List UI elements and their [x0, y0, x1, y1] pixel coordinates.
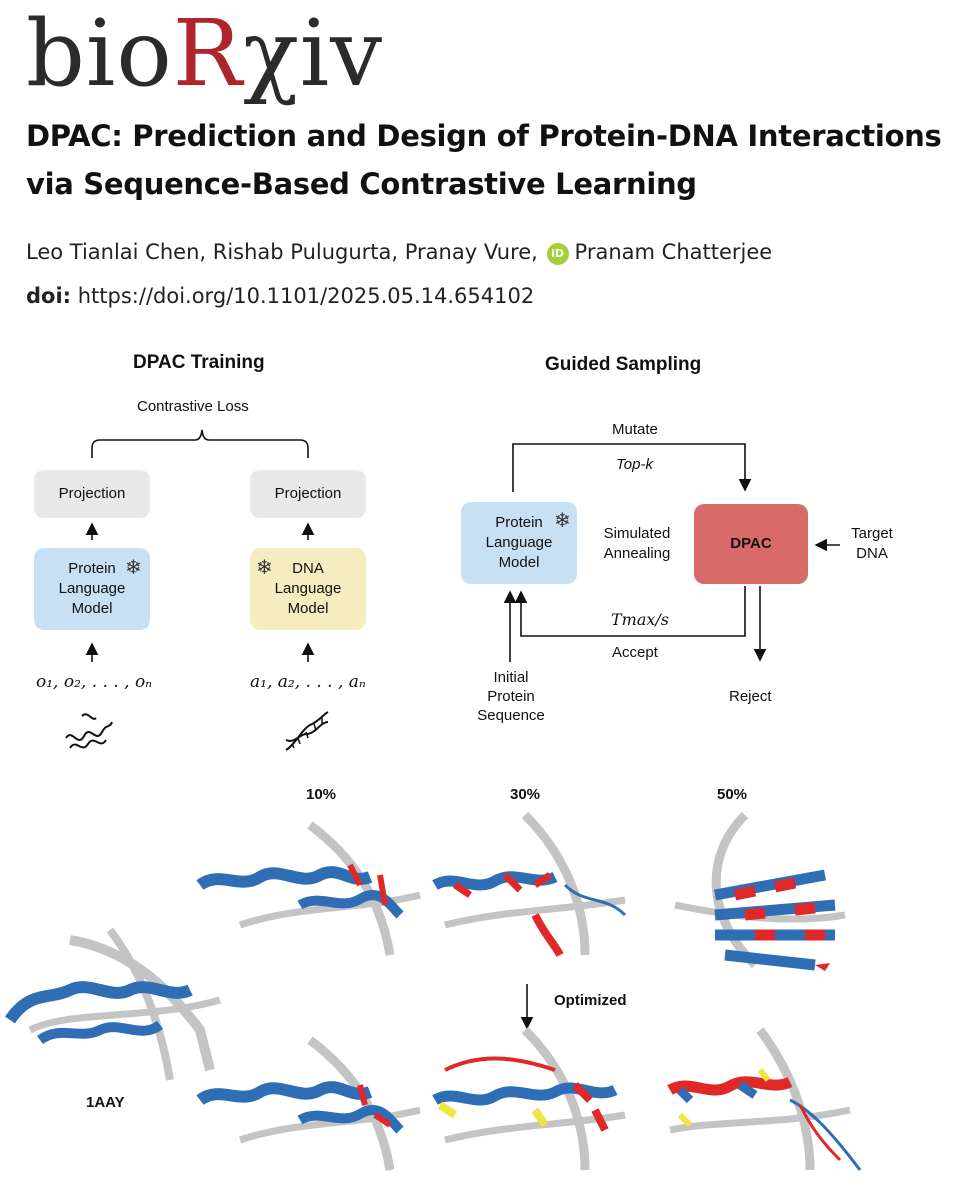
projection-box-protein: Projection [34, 470, 150, 518]
structure-50-optimized-image [667, 1027, 862, 1171]
simulated-annealing-label: Simulated Annealing [603, 525, 671, 562]
biorxiv-logo: bioRχiv [26, 0, 384, 107]
structure-1aay-image [5, 927, 221, 1081]
label-30-percent: 30% [510, 786, 541, 803]
mutate-label: Mutate [612, 421, 658, 438]
protein-sequence: o₁, o₂, . . . , oₙ [36, 672, 153, 692]
structure-30-initial-image [432, 811, 627, 957]
doi-label: doi: [26, 284, 72, 308]
accept-loop [514, 586, 746, 637]
optimized-label: Optimized [554, 992, 627, 1009]
dna-sequence: a₁, a₂, . . . , aₙ [250, 672, 366, 692]
structure-30-optimized-image [432, 1026, 626, 1171]
protein-language-model-box: Protein Language Model [34, 548, 150, 630]
topk-label: Top-k [616, 456, 653, 473]
sampling-protein-language-model-box: Protein Language Model [461, 502, 577, 584]
protein-helix-icon [65, 713, 113, 749]
authors: Leo Tianlai Chen, Rishab Pulugurta, Pran… [26, 240, 772, 265]
orcid-icon[interactable]: iD [546, 243, 569, 265]
authors-text: Leo Tianlai Chen, Rishab Pulugurta, Pran… [26, 240, 538, 264]
paper-title: DPAC: Prediction and Design of Protein-D… [26, 112, 956, 208]
initial-protein-sequence-label: Initial Protein Sequence [477, 669, 545, 724]
title-line-1: DPAC: Prediction and Design of Protein-D… [26, 119, 942, 153]
sampling-heading: Guided Sampling [545, 354, 702, 375]
temperature-label: Tmax/s [611, 610, 670, 629]
corresponding-author: Pranam Chatterjee [574, 240, 773, 264]
dpac-box: DPAC [694, 504, 808, 584]
structure-10-optimized-image [196, 1036, 421, 1171]
label-50-percent: 50% [717, 786, 748, 803]
mutate-loop [512, 443, 752, 492]
accept-label: Accept [612, 644, 658, 661]
contrastive-brace [91, 429, 309, 458]
frozen-snowflake-icon: ❄ [554, 510, 571, 532]
structure-50-initial-image [674, 811, 846, 971]
reject-label: Reject [729, 688, 772, 705]
doi-link[interactable]: https://doi.org/10.1101/2025.05.14.65410… [77, 284, 535, 308]
projection-box-dna: Projection [250, 470, 366, 518]
contrastive-loss-label: Contrastive Loss [137, 398, 249, 415]
structure-10-initial-image [196, 821, 421, 956]
target-dna-label: Target DNA [851, 525, 893, 562]
doi-line: doi: https://doi.org/10.1101/2025.05.14.… [26, 284, 534, 308]
training-heading: DPAC Training [133, 352, 265, 373]
label-10-percent: 10% [306, 786, 337, 803]
frozen-snowflake-icon: ❄ [256, 557, 273, 579]
dna-language-model-box: DNA Language Model [250, 548, 366, 630]
title-line-2: via Sequence-Based Contrastive Learning [26, 167, 697, 201]
pdb-label: 1AAY [86, 1094, 125, 1111]
frozen-snowflake-icon: ❄ [125, 557, 142, 579]
dna-icon [285, 711, 329, 751]
